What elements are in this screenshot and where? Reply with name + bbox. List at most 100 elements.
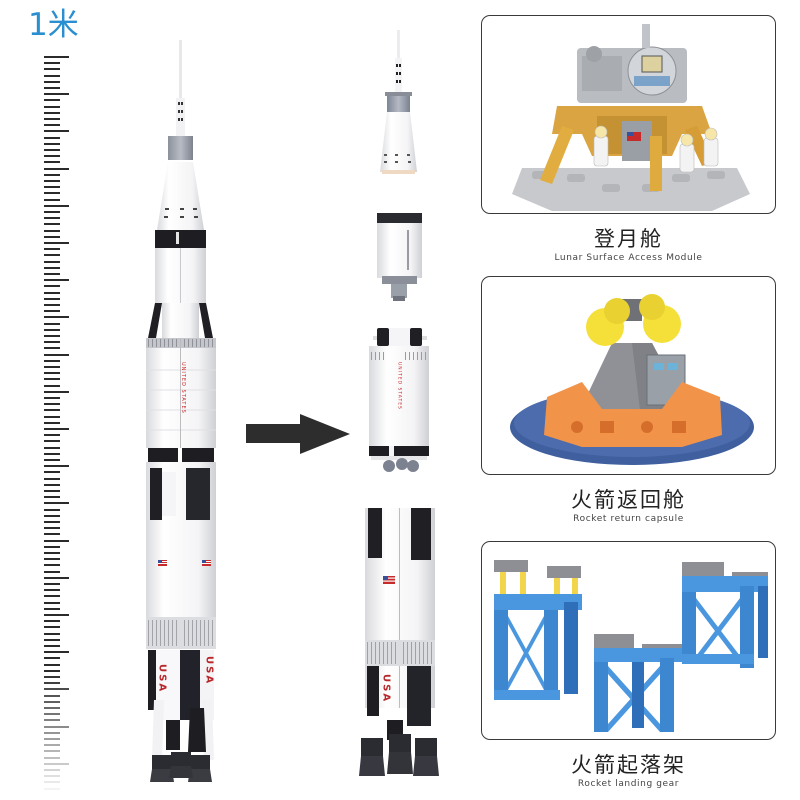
panel-return-capsule (481, 276, 776, 475)
ruler-tick (44, 111, 60, 114)
panel-landing-gear (481, 541, 776, 740)
ruler-tick (44, 545, 60, 548)
ruler-tick (44, 775, 60, 778)
ruler-tick (44, 496, 60, 499)
ruler-tick (44, 266, 60, 269)
ruler-tick (44, 756, 60, 759)
ruler-tick (44, 787, 60, 790)
ruler-tick (44, 564, 60, 567)
ruler-tick (44, 415, 60, 418)
stage-first: USA (359, 508, 439, 776)
lunar-module-image (512, 24, 750, 211)
ruler-tick (44, 390, 69, 393)
ruler-tick (44, 68, 60, 71)
svg-text:UNITED STATES: UNITED STATES (397, 362, 403, 410)
ruler-tick (44, 490, 60, 492)
caption-lunar-module: 登月舱 Lunar Surface Access Module (481, 226, 776, 264)
ruler-tick (44, 446, 60, 449)
ruler-tick (44, 762, 69, 765)
ruler-tick (44, 440, 60, 443)
ruler-tick (44, 483, 60, 486)
return-capsule-image (510, 294, 754, 465)
ruler-tick (44, 291, 60, 294)
ruler-tick (44, 465, 69, 468)
ruler-tick (44, 707, 60, 709)
usa-mark-left: USA (157, 664, 168, 693)
ruler-tick (44, 173, 60, 176)
svg-text:USA: USA (381, 674, 392, 703)
ruler-tick (44, 781, 60, 784)
ruler-tick (44, 80, 60, 83)
caption-title-en: Lunar Surface Access Module (554, 253, 703, 263)
ruler-tick (44, 626, 60, 629)
ruler-tick (44, 285, 60, 288)
ruler-tick (44, 310, 60, 313)
ruler-tick (44, 192, 60, 195)
stage-escape-tower (380, 30, 417, 174)
ruler-tick (44, 347, 60, 350)
ruler-tick (44, 769, 60, 771)
ruler-tick (44, 434, 60, 437)
ruler-tick (44, 552, 60, 554)
ruler-tick (44, 607, 60, 610)
ruler-tick (44, 186, 60, 189)
ruler-tick (44, 198, 60, 201)
ruler-tick (44, 93, 69, 96)
caption-title-en: Rocket return capsule (573, 514, 684, 524)
ruler-tick (44, 366, 60, 368)
ruler-tick (44, 651, 69, 654)
ruler-tick (44, 508, 60, 511)
ruler-tick (44, 477, 60, 480)
ruler-tick (44, 204, 69, 207)
ruler-tick (44, 118, 60, 120)
ruler-tick (44, 539, 69, 542)
ruler-tick (44, 304, 60, 306)
ruler-tick (44, 62, 60, 65)
ruler-tick (44, 254, 60, 257)
ruler-tick (44, 589, 60, 592)
ruler-tick (44, 403, 60, 406)
ruler-tick (44, 583, 60, 585)
ruler-tick (44, 527, 60, 530)
caption-title-zh: 登月舱 (594, 227, 663, 251)
ruler-tick (44, 74, 60, 77)
svg-text:USA: USA (204, 656, 215, 685)
ruler-tick (44, 105, 60, 108)
arrow-right-icon (246, 414, 352, 454)
ruler-tick (44, 558, 60, 561)
ruler-tick (44, 502, 69, 505)
ruler-tick (44, 731, 60, 734)
ruler-tick (44, 688, 69, 691)
ruler-tick (44, 242, 69, 244)
ruler-tick (44, 384, 60, 387)
ruler-tick (44, 632, 60, 635)
ruler-tick (44, 341, 60, 344)
ruler-tick (44, 725, 69, 728)
ruler-tick (44, 335, 60, 337)
ruler-tick (44, 409, 60, 412)
ruler-tick (44, 713, 60, 716)
ruler-tick (44, 217, 60, 220)
ruler-tick (44, 514, 60, 517)
ruler-tick (44, 353, 69, 356)
stage-upper: UNITED STATES (369, 328, 429, 472)
caption-return-capsule: 火箭返回舱 Rocket return capsule (481, 487, 776, 525)
caption-title-zh: 火箭返回舱 (571, 488, 686, 512)
ruler-tick (44, 149, 60, 151)
ruler-tick (44, 521, 60, 523)
ruler-tick (44, 421, 60, 424)
ruler-tick (44, 533, 60, 536)
ruler-tick (44, 750, 60, 753)
ruler-tick (44, 428, 69, 430)
ruler-tick (44, 459, 60, 461)
ruler-tick (44, 322, 60, 325)
ruler-tick (44, 700, 60, 703)
ruler-tick (44, 570, 60, 573)
ruler-tick (44, 229, 60, 232)
ruler-tick (44, 620, 60, 623)
ruler-tick (44, 328, 60, 331)
ruler-tick (44, 180, 60, 182)
ruler-tick (44, 663, 60, 666)
panel-lunar-module (481, 15, 776, 214)
ruler-tick (44, 738, 60, 740)
